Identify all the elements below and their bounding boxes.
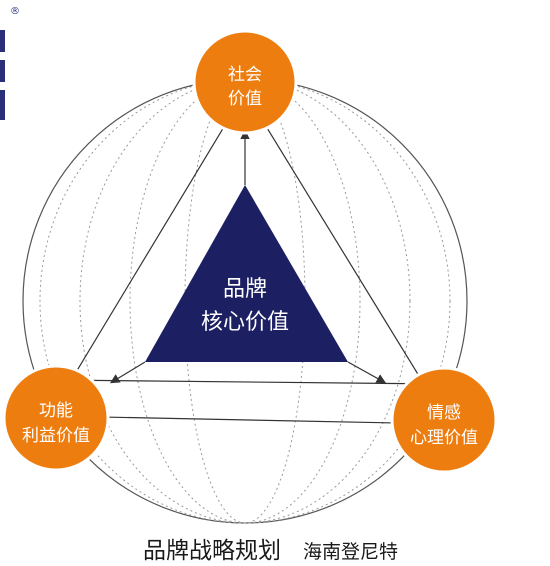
node-social-line2: 价值 [228,89,262,109]
node-social-line1: 社会 [228,65,262,85]
caption-title: 品牌战略规划 [143,538,281,564]
edge-logo-fragment [0,0,8,140]
edge-bottom-upper [51,379,447,385]
edge-bar-2 [0,60,5,82]
arrows [109,129,387,384]
node-functional-circle [2,364,110,472]
core-label-line1: 品牌 [223,277,267,302]
caption-author: 海南登尼特 [303,541,399,563]
registered-mark: ® [10,6,20,17]
edge-bar-3 [0,90,5,120]
core-triangle [145,185,348,362]
node-emotional-line1: 情感 [427,403,461,423]
node-social-circle [192,29,298,135]
core-label-line2: 核心价值 [201,310,289,335]
node-social: 社会 价值 [192,29,298,135]
node-emotional: 情感 心理价值 [390,366,498,474]
arrow-to-functional [109,361,146,384]
node-functional-line1: 功能 [39,401,73,421]
edge-bar-1 [0,30,5,52]
node-emotional-line2: 心理价值 [410,428,478,448]
node-emotional-circle [390,366,498,474]
edge-top-left [51,91,246,413]
node-functional: 功能 利益价值 [2,364,110,472]
node-functional-line2: 利益价值 [22,426,90,446]
edge-bottom-lower [51,415,447,425]
edge-top-right [244,91,447,421]
arrow-to-emotional [347,361,387,384]
caption: 品牌战略规划海南登尼特 [143,531,398,565]
